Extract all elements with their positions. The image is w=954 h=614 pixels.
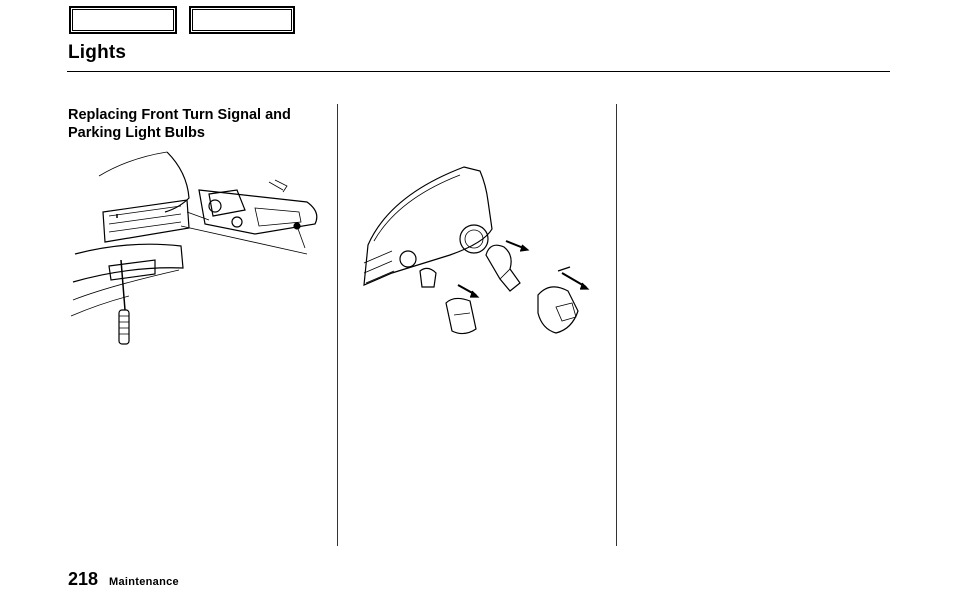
bumper-removal-illustration xyxy=(69,150,323,346)
previous-page-button[interactable] xyxy=(69,6,177,34)
section-footer-label: Maintenance xyxy=(109,576,179,588)
next-page-button[interactable] xyxy=(189,6,295,34)
column-divider xyxy=(337,104,338,546)
bulb-socket-illustration xyxy=(350,145,604,345)
page-title: Lights xyxy=(68,42,127,63)
title-divider xyxy=(67,71,890,72)
page-number: 218 xyxy=(68,569,99,589)
column-divider xyxy=(616,104,617,546)
section-heading: Replacing Front Turn Signal and Parking … xyxy=(68,107,291,141)
